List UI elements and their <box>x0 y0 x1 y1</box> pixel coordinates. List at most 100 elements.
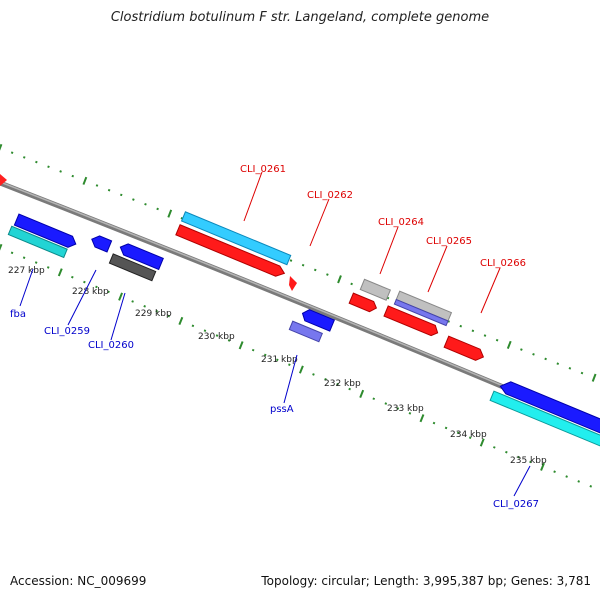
minor-tick <box>456 431 460 435</box>
tick-label: 234 kbp <box>450 430 487 440</box>
minor-tick <box>520 348 523 351</box>
minor-tick <box>568 367 572 370</box>
gene-bar-cli-0267[interactable] <box>489 390 600 450</box>
gene-labels: CLI_0261 CLI_0262 CLI_0264 CLI_0265 CLI_… <box>10 164 539 510</box>
tick-label: 235 kbp <box>510 456 547 466</box>
gene-label-fba[interactable]: fba <box>10 309 26 320</box>
minor-tick <box>372 397 376 401</box>
gene-label-cli-0267[interactable]: CLI_0267 <box>493 499 539 510</box>
gene-label-cli-0260[interactable]: CLI_0260 <box>88 340 134 351</box>
minor-tick <box>180 217 184 220</box>
cds-arrow-cli-0260[interactable] <box>118 242 164 271</box>
minor-tick <box>313 268 317 272</box>
cds-arrow-cli-0266[interactable] <box>443 335 486 362</box>
cds-arrow-cli-0265[interactable] <box>383 305 440 338</box>
minor-tick <box>493 446 496 449</box>
cds-arrow-cli-0261[interactable] <box>175 224 286 279</box>
leader-line <box>513 465 531 497</box>
gene-label-cli-0259[interactable]: CLI_0259 <box>44 326 90 337</box>
minor-tick <box>22 156 26 159</box>
minor-tick <box>22 256 26 260</box>
cds-arrow-cli-0262[interactable] <box>289 276 297 291</box>
pseudo-bar-cli-0264[interactable] <box>359 278 392 301</box>
major-tick <box>479 438 485 447</box>
major-tick <box>118 292 123 301</box>
leader-line <box>243 171 263 222</box>
leader-line <box>309 198 330 247</box>
reverse-features <box>7 213 600 450</box>
leader-line <box>427 245 448 293</box>
tick-label: 228 kbp <box>72 287 109 297</box>
cds-arrow-pssa[interactable] <box>300 308 336 332</box>
tick-label: 231 kbp <box>261 355 298 365</box>
leader-line <box>379 226 399 275</box>
major-tick <box>298 365 304 374</box>
minor-tick <box>119 193 123 197</box>
cds-arrow-cli-0264[interactable] <box>348 292 378 313</box>
minor-tick <box>350 282 353 286</box>
tick-rings <box>0 143 597 488</box>
leader-line <box>480 267 501 314</box>
leader-line <box>283 354 298 404</box>
minor-tick <box>132 198 135 201</box>
gene-label-cli-0264[interactable]: CLI_0264 <box>378 217 424 228</box>
cds-arrow-cli-0259[interactable] <box>89 234 113 253</box>
minor-tick <box>131 300 134 303</box>
pseudo-bar-cli-0260[interactable] <box>108 253 157 282</box>
minor-tick <box>71 174 75 178</box>
minor-tick <box>396 407 400 410</box>
major-tick <box>0 243 3 251</box>
gene-bar-cli-0261[interactable] <box>180 211 292 266</box>
minor-tick <box>408 412 412 415</box>
minor-tick <box>384 402 388 405</box>
minor-tick <box>386 296 390 300</box>
minor-tick <box>447 320 450 323</box>
minor-tick <box>251 348 255 352</box>
minor-tick <box>167 314 171 318</box>
major-tick <box>419 414 425 423</box>
minor-tick <box>324 377 327 381</box>
gene-label-cli-0266[interactable]: CLI_0266 <box>480 258 526 269</box>
minor-tick <box>326 273 329 276</box>
minor-tick <box>107 290 110 294</box>
major-tick <box>0 143 3 151</box>
minor-tick <box>95 285 98 289</box>
leader-line <box>67 269 97 326</box>
forward-features <box>0 174 486 362</box>
gene-bar-fba[interactable] <box>7 225 68 259</box>
gene-label-pssa[interactable]: pssA <box>270 404 294 415</box>
forward-cds-arrow[interactable] <box>0 174 7 186</box>
minor-tick <box>143 305 146 308</box>
minor-tick <box>444 426 448 430</box>
major-tick <box>238 341 244 350</box>
gene-label-cli-0261[interactable]: CLI_0261 <box>240 164 286 175</box>
tick-label: 227 kbp <box>8 266 45 276</box>
major-tick <box>359 389 365 398</box>
minor-tick <box>459 324 463 328</box>
minor-tick <box>544 357 547 361</box>
minor-tick <box>155 309 159 313</box>
minor-tick <box>589 484 593 488</box>
minor-tick <box>289 259 293 262</box>
leader-line <box>110 292 126 341</box>
accession-text: Accession: NC_009699 <box>10 574 147 588</box>
minor-tick <box>46 266 50 269</box>
minor-tick <box>10 151 14 154</box>
cds-arrow-cli-0267[interactable] <box>498 379 600 439</box>
major-tick <box>167 209 173 218</box>
minor-tick <box>580 371 584 375</box>
minor-tick <box>468 436 472 439</box>
cds-arrow-fba[interactable] <box>13 213 78 250</box>
tick-label: 230 kbp <box>198 332 235 342</box>
minor-tick <box>495 338 499 342</box>
rna-bar-pssa[interactable] <box>288 320 323 343</box>
minor-tick <box>288 363 291 367</box>
gene-label-cli-0265[interactable]: CLI_0265 <box>426 236 472 247</box>
rna-bar-cli-0265[interactable] <box>393 298 449 327</box>
minor-tick <box>215 334 219 337</box>
minor-tick <box>59 170 62 173</box>
gene-label-cli-0262[interactable]: CLI_0262 <box>307 190 353 201</box>
minor-tick <box>35 160 38 164</box>
minor-tick <box>275 358 279 362</box>
